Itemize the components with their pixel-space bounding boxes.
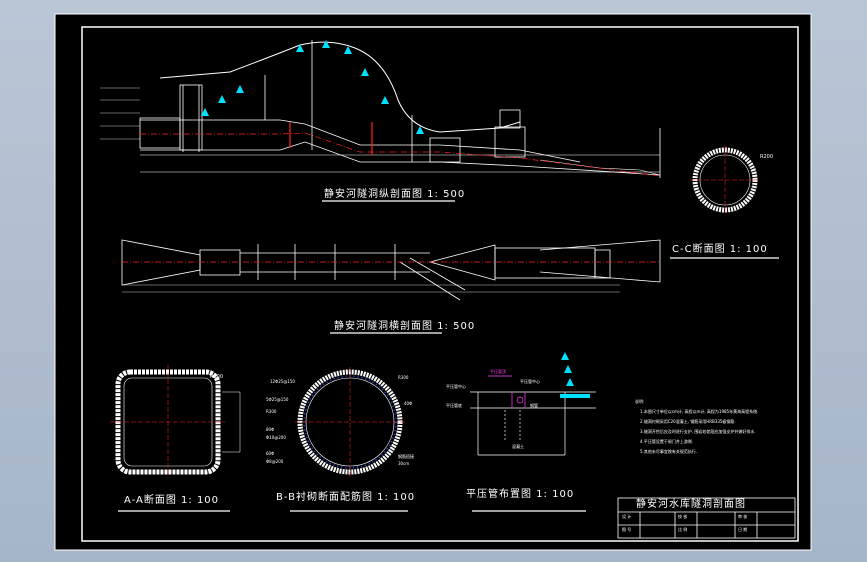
- note-3: 3.隧洞开挖后应及时进行支护, 围岩较差段应加强支护并做好排水.: [640, 429, 756, 434]
- bb-dim-7: Φ8@200: [266, 459, 284, 464]
- bb-title: B-B衬砌断面配筋图 1: 100: [276, 492, 416, 503]
- profile-title-2: 静安河隧洞横剖面图 1: 500: [334, 321, 476, 332]
- tb-cell-3: 审 核: [738, 514, 748, 519]
- tunnel-invert: [140, 141, 661, 176]
- bb-dim-1: 12Φ25@150: [270, 379, 295, 384]
- cc-section: [670, 145, 779, 259]
- bb-dim-6: 60Φ: [266, 451, 275, 456]
- pipe-label-5: 混凝土: [512, 444, 524, 449]
- tb-cell-4: 图 号: [622, 527, 632, 532]
- bb-dim-2: 5Φ25@150: [266, 397, 289, 402]
- bb-dim-5: Φ10@200: [266, 435, 286, 440]
- tb-cell-6: 日 期: [738, 527, 748, 532]
- title-block: [617, 497, 796, 539]
- cc-dim: R200: [760, 154, 774, 160]
- note-1: 1.本图尺寸单位以cm计, 高程以m计, 高程为1985年黄海高程系统.: [640, 409, 759, 414]
- bb-dim-4: 80Φ: [266, 427, 275, 432]
- bb-right-3: 钢筋搭接: [398, 454, 414, 459]
- pipe-layout: [470, 375, 596, 512]
- bb-dim-3: R300: [266, 409, 277, 414]
- title-block-title: 静安河水库隧洞剖面图: [636, 499, 746, 510]
- aa-dim: R300: [210, 374, 224, 380]
- aa-section: [110, 365, 241, 512]
- profile-title-1: 静安河隧洞纵剖面图 1: 500: [324, 189, 466, 200]
- bb-right-2: 40Φ: [404, 401, 413, 406]
- pipe-label-4: 平压管中心: [520, 379, 540, 384]
- profile-centerline: [140, 132, 661, 177]
- bb-right-4: 30cm: [398, 461, 410, 466]
- note-2: 2.隧洞衬砌采用C20混凝土, 钢筋采用HRB335级钢筋.: [640, 419, 736, 424]
- inner-border: [81, 26, 799, 542]
- pipe-label-6: 钢管: [530, 403, 538, 408]
- tunnel-crown: [140, 119, 581, 163]
- pipe-cyan-markers: [560, 352, 590, 398]
- pipe-label-2: 平压管底: [446, 403, 462, 408]
- outer-border: [54, 13, 812, 551]
- notes-heading: 说明:: [635, 399, 645, 404]
- plan-view: [121, 239, 661, 301]
- pipe-label-3: 平压管顶: [490, 369, 506, 374]
- bb-section: [290, 367, 408, 512]
- pipe-title: 平压管布置图 1: 100: [466, 489, 575, 500]
- ground-markers: [201, 40, 424, 134]
- note-5: 5.其他未尽事宜按有关规范执行.: [640, 449, 698, 454]
- bb-right-1: R300: [398, 375, 409, 380]
- tb-cell-5: 比 例: [678, 527, 688, 532]
- tb-cell-2: 校 核: [678, 514, 688, 519]
- tb-cell-1: 设 计: [622, 514, 632, 519]
- longitudinal-profile: [100, 40, 661, 178]
- aa-title: A-A断面图 1: 100: [124, 495, 220, 506]
- note-4: 4.平压管设置于闸门井上游侧.: [640, 439, 694, 444]
- pipe-label-1: 平压管中心: [446, 384, 466, 389]
- cc-title: C-C断面图 1: 100: [672, 244, 768, 255]
